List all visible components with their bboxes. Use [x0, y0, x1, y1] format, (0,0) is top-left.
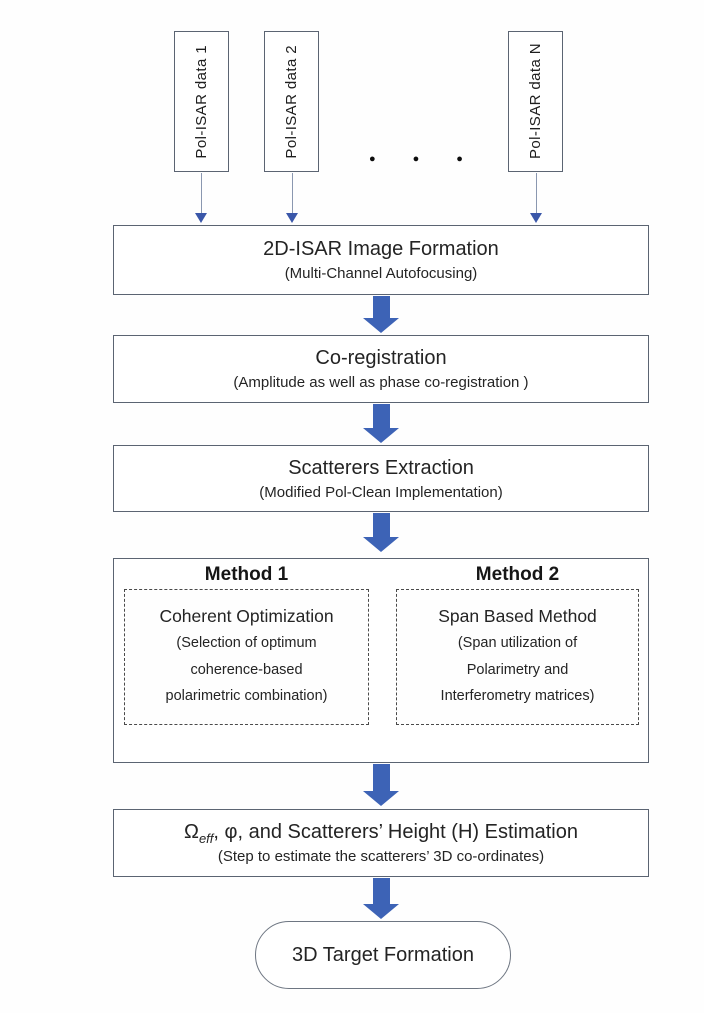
estimation-title: Ωeff, φ, and Scatterers’ Height (H) Esti…: [184, 819, 578, 845]
input-box-label: Pol-ISAR data N: [527, 43, 544, 160]
arrow-stem: [372, 296, 390, 318]
step-subtitle: (Multi-Channel Autofocusing): [284, 265, 478, 282]
input-box-pol-isar-2: Pol-ISAR data 2: [264, 31, 319, 172]
arrow-head-icon: [286, 213, 298, 223]
step-title: Co-registration: [315, 347, 447, 369]
step-title: 2D-ISAR Image Formation: [263, 238, 499, 260]
arrow-head-icon: [195, 213, 207, 223]
flow-arrow-icon: [363, 296, 399, 333]
arrow-head-icon: [530, 213, 542, 223]
method-1-box: Coherent Optimization (Selection of opti…: [124, 589, 369, 725]
method-title: Coherent Optimization: [159, 606, 334, 626]
estimation-title-text: , φ, and Scatterers’ Height (H) Estimati…: [213, 821, 578, 843]
omega-subscript: eff: [198, 831, 214, 846]
method-2-heading: Method 2: [475, 564, 560, 585]
method-2-box: Span Based Method (Span utilization of P…: [396, 589, 639, 725]
step-subtitle: (Step to estimate the scatterers’ 3D co-…: [217, 848, 545, 865]
input-arrow-icon: [286, 173, 299, 223]
estimation-box: Ωeff, φ, and Scatterers’ Height (H) Esti…: [113, 809, 649, 877]
methods-container-box: Method 1 Method 2 Coherent Optimization …: [113, 558, 649, 763]
input-box-pol-isar-n: Pol-ISAR data N: [508, 31, 563, 172]
method-detail-line: Polarimetry and: [466, 661, 569, 678]
arrow-head-icon: [363, 428, 399, 443]
flow-arrow-icon: [363, 764, 399, 806]
input-arrow-icon: [530, 173, 543, 223]
method-detail-line: polarimetric combination): [165, 688, 328, 704]
step-scatterers-extraction-box: Scatterers Extraction (Modified Pol-Clea…: [113, 445, 649, 512]
arrow-head-icon: [363, 791, 399, 806]
terminal-label: 3D Target Formation: [292, 943, 474, 966]
terminal-3d-target-node: 3D Target Formation: [255, 921, 511, 989]
input-box-pol-isar-1: Pol-ISAR data 1: [174, 31, 229, 172]
method-1-heading: Method 1: [204, 564, 289, 585]
arrow-stem: [372, 513, 390, 537]
flow-arrow-icon: [363, 878, 399, 919]
method-title: Span Based Method: [438, 606, 597, 626]
input-box-label: Pol-ISAR data 2: [283, 44, 300, 159]
arrow-stem: [372, 878, 390, 904]
step-title: Scatterers Extraction: [288, 456, 474, 479]
arrow-head-icon: [363, 904, 399, 919]
step-coregistration-box: Co-registration (Amplitude as well as ph…: [113, 335, 649, 403]
method-detail-line: (Span utilization of: [457, 635, 578, 651]
input-box-label: Pol-ISAR data 1: [193, 44, 210, 159]
method-detail-line: Interferometry matrices): [440, 688, 595, 704]
step-subtitle: (Amplitude as well as phase co-registrat…: [233, 374, 529, 391]
input-arrow-icon: [195, 173, 208, 223]
flow-arrow-icon: [363, 513, 399, 552]
arrow-head-icon: [363, 318, 399, 333]
step-image-formation-box: 2D-ISAR Image Formation (Multi-Channel A…: [113, 225, 649, 295]
ellipsis-icon: ●●●: [369, 153, 500, 165]
method-detail-line: coherence-based: [190, 661, 303, 678]
flow-arrow-icon: [363, 404, 399, 443]
step-subtitle: (Modified Pol-Clean Implementation): [259, 483, 503, 501]
arrow-head-icon: [363, 537, 399, 552]
method-detail-line: (Selection of optimum: [176, 635, 317, 651]
arrow-line: [200, 173, 202, 214]
arrow-line: [535, 173, 537, 214]
arrow-stem: [372, 764, 390, 791]
arrow-line: [291, 173, 293, 214]
arrow-stem: [372, 404, 390, 428]
omega-symbol: Ω: [183, 821, 199, 843]
